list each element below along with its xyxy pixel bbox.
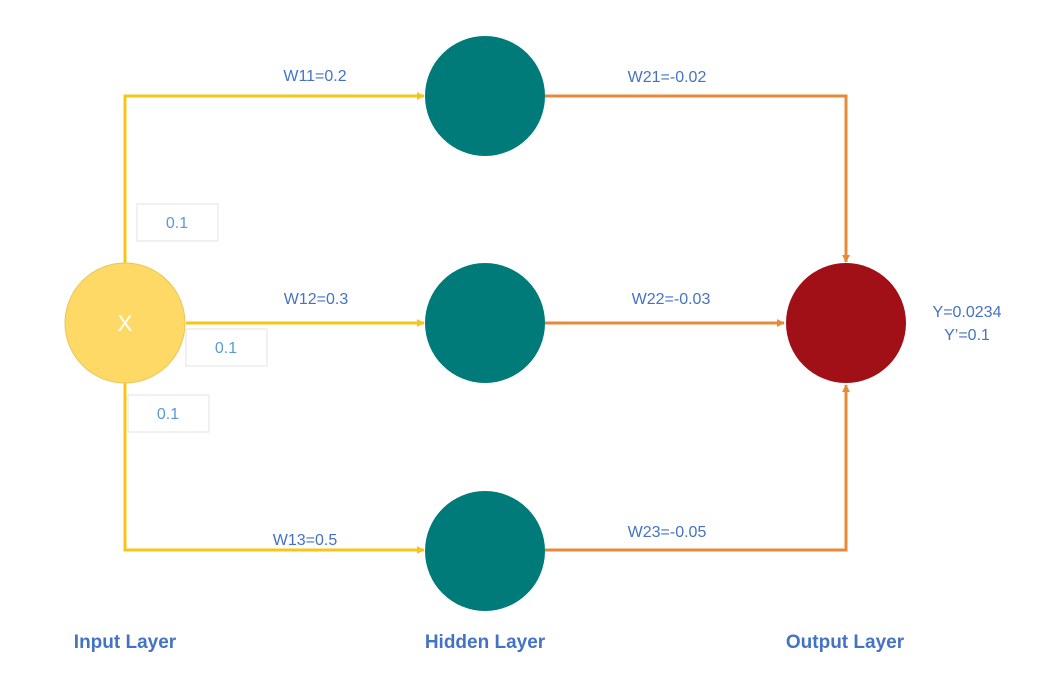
output-value-y: Y=0.0234 <box>933 304 1002 321</box>
hidden-node-3 <box>425 491 545 611</box>
input-node <box>64 262 186 384</box>
input-value-box-middle <box>185 328 268 367</box>
layer-label-output: Output Layer <box>786 632 905 653</box>
hidden-node-1 <box>425 36 545 156</box>
hidden-node-2 <box>425 263 545 383</box>
weight-label-w12: W12=0.3 <box>284 291 349 308</box>
weight-label-w11: W11=0.2 <box>283 68 346 85</box>
edge-input-to-hidden-3 <box>123 383 425 554</box>
input-value-middle: 0.1 <box>215 340 237 357</box>
weight-label-w13: W13=0.5 <box>273 532 338 549</box>
input-value-box-top <box>136 203 219 242</box>
input-value-box-bottom <box>127 394 210 433</box>
layer-label-hidden: Hidden Layer <box>425 632 546 653</box>
weight-label-w23: W23=-0.05 <box>628 524 707 541</box>
input-value-bottom: 0.1 <box>157 406 179 423</box>
input-node-label: X <box>118 311 133 336</box>
layer-label-input: Input Layer <box>74 632 177 653</box>
weight-label-w21: W21=-0.02 <box>628 69 707 86</box>
edge-hidden-1-to-output <box>545 94 850 263</box>
weight-label-w22: W22=-0.03 <box>632 291 711 308</box>
edge-input-to-hidden-1 <box>123 92 425 265</box>
edge-hidden-3-to-output <box>545 384 850 552</box>
output-value-y-prime: Y’=0.1 <box>944 327 990 344</box>
output-node <box>786 263 906 383</box>
input-value-top: 0.1 <box>166 215 188 232</box>
